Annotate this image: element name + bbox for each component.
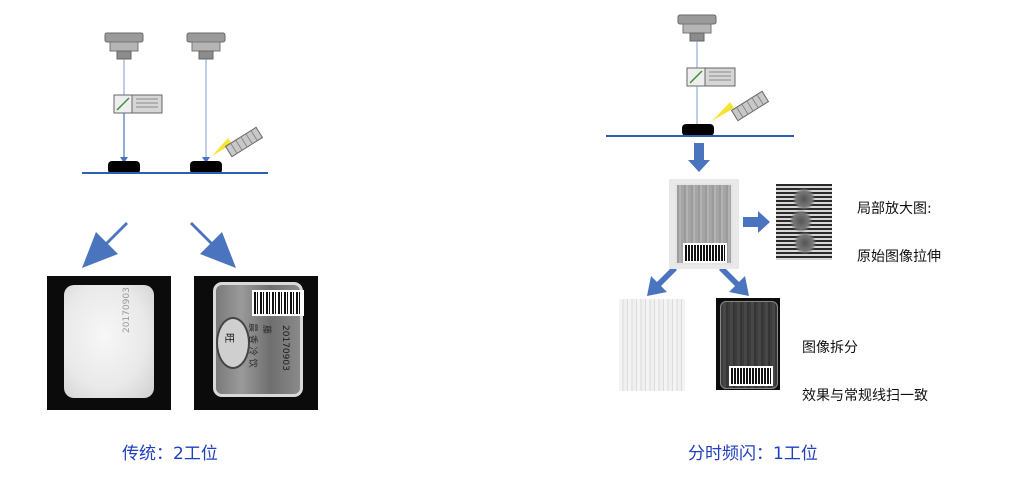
split-title: 图像拆分 [802,340,858,356]
left-station-1 [104,32,163,174]
bar-light-icon [224,126,264,158]
interleaved-card [675,183,733,265]
zoom-blob [793,188,815,210]
label-card-line1: 晨 香 冷 饮 [247,323,257,368]
product-block [190,161,222,174]
dark-card-body [720,301,778,389]
axis-arrowhead-icon [120,157,128,163]
label-card-code: 20170903 [280,325,290,371]
right-station [677,14,770,136]
arrow-down-right-icon [190,222,236,268]
split-image-dark [716,298,780,390]
coaxial-light-icon [686,67,736,87]
arrow-split-left-icon [647,266,677,296]
line-camera-icon [104,32,144,60]
caption-time-share: 分时频闪：1工位 [688,444,818,464]
arrow-down-icon [688,143,710,172]
brand-text: 旺 [223,333,234,343]
product-block [108,161,140,174]
product-block [682,124,714,136]
zoom-blob [794,232,816,254]
light-beam [212,138,232,156]
white-light-image: 20170903 [47,276,171,410]
label-card: 旺 晨 香 冷 饮 藤 20170903 [213,282,304,397]
label-light-image: 旺 晨 香 冷 饮 藤 20170903 [194,276,318,410]
white-card-code: 20170903 [122,287,132,333]
white-card: 20170903 [64,285,154,398]
arrow-split-right-icon [719,266,749,296]
split-image-bright [619,299,685,391]
arrow-right-icon [743,211,770,233]
split-desc: 效果与常规线扫一致 [802,388,928,404]
line-camera-icon [677,14,717,42]
raw-strobe-image [669,179,739,269]
barcode [729,366,773,386]
brand-oval: 旺 [216,317,250,369]
caption-traditional: 传统：2工位 [122,444,218,464]
zoom-title: 局部放大图: [857,201,932,217]
arrow-down-left-icon [82,222,128,268]
barcode [252,290,304,316]
light-beam [712,102,734,121]
bar-light-icon [730,90,770,122]
barcode [683,243,727,263]
coaxial-light-icon [113,94,163,114]
label-card-line2: 藤 [261,325,271,335]
zoom-detail-image [776,184,832,260]
axis-arrowhead-icon [202,157,210,163]
left-station-2 [186,32,264,174]
line-camera-icon [186,32,226,60]
zoom-blob [790,210,812,232]
zoom-desc: 原始图像拉伸 [857,249,941,265]
